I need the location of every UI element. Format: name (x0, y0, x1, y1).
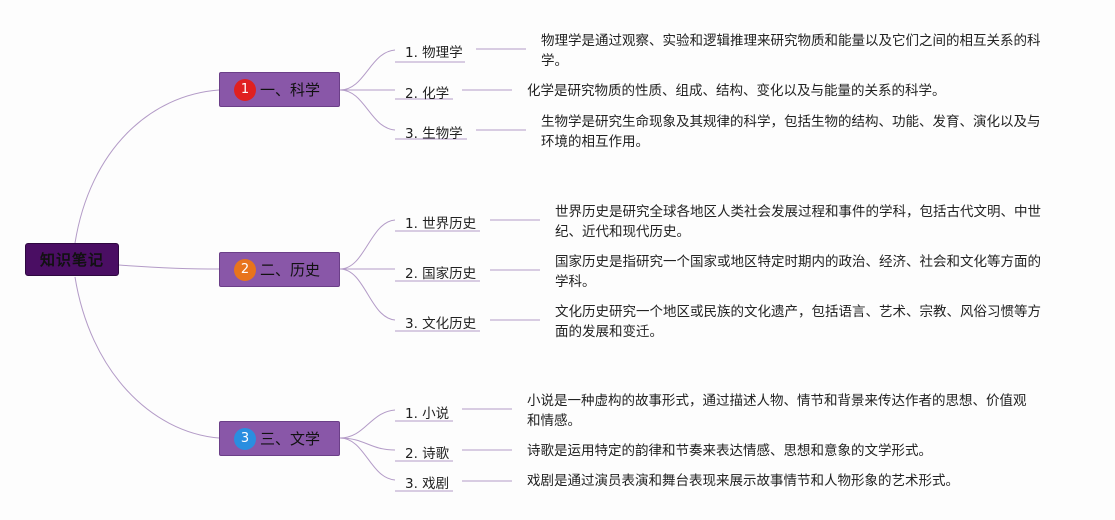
topic-node-chemistry[interactable]: 2. 化学 (405, 86, 450, 102)
topic-node-poetry[interactable]: 2. 诗歌 (405, 446, 450, 462)
branch-node-history[interactable]: 2 二、历史 (219, 252, 340, 287)
topic-description: 化学是研究物质的性质、组成、结构、变化以及与能量的关系的科学。 (527, 83, 946, 99)
topic-description: 世界历史是研究全球各地区人类社会发展过程和事件的学科，包括古代文明、中世纪、近代… (555, 204, 1041, 240)
topic-description: 文化历史研究一个地区或民族的文化遗产，包括语言、艺术、宗教、风俗习惯等方面的发展… (555, 304, 1041, 340)
root-label: 知识笔记 (39, 251, 104, 269)
branch-label: 二、历史 (260, 261, 321, 279)
branch-node-science[interactable]: 1 一、科学 (219, 72, 340, 107)
topic-node-drama[interactable]: 3. 戏剧 (405, 476, 450, 492)
number-badge-icon: 1 (234, 78, 256, 101)
topic-description: 物理学是通过观察、实验和逻辑推理来研究物质和能量以及它们之间的相互关系的科学。 (541, 33, 1041, 69)
topic-node-biology[interactable]: 3. 生物学 (405, 126, 463, 142)
branch-label: 三、文学 (260, 430, 321, 448)
number-badge-icon: 3 (234, 427, 256, 450)
topic-description: 诗歌是运用特定的韵律和节奏来表达情感、思想和意象的文学形式。 (527, 443, 932, 459)
topic-description: 国家历史是指研究一个国家或地区特定时期内的政治、经济、社会和文化等方面的学科。 (555, 254, 1041, 290)
topic-description: 小说是一种虚构的故事形式，通过描述人物、情节和背景来传达作者的思想、价值观和情感… (527, 393, 1027, 429)
topic-node-physics[interactable]: 1. 物理学 (405, 45, 463, 61)
topic-description: 戏剧是通过演员表演和舞台表现来展示故事情节和人物形象的艺术形式。 (527, 473, 959, 489)
number-badge-icon: 2 (234, 258, 256, 281)
topic-node-novel[interactable]: 1. 小说 (405, 406, 450, 422)
root-node[interactable]: 知识笔记 (25, 243, 119, 276)
topic-description: 生物学是研究生命现象及其规律的科学，包括生物的结构、功能、发育、演化以及与环境的… (541, 114, 1041, 150)
branch-node-literature[interactable]: 3 三、文学 (219, 421, 340, 456)
topic-node-national-history[interactable]: 2. 国家历史 (405, 266, 477, 282)
topic-node-world-history[interactable]: 1. 世界历史 (405, 216, 477, 232)
topic-node-cultural-history[interactable]: 3. 文化历史 (405, 316, 477, 332)
branch-label: 一、科学 (260, 81, 321, 99)
